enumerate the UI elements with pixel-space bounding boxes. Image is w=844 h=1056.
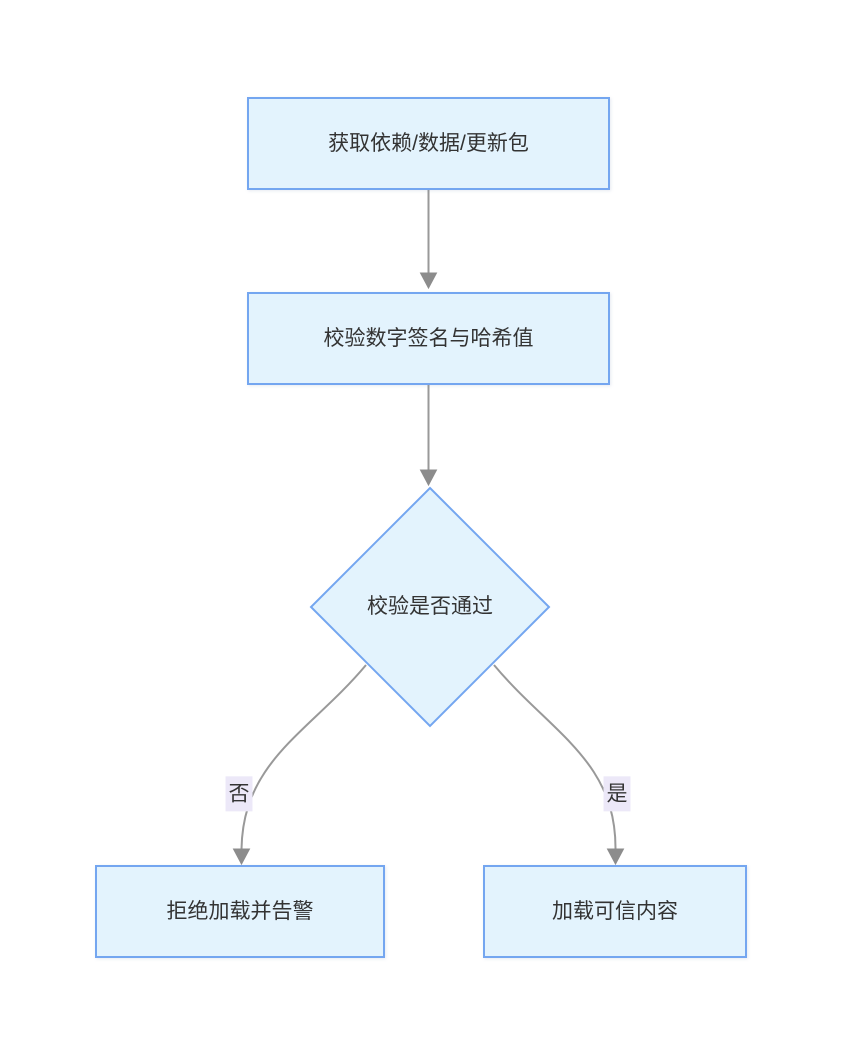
node-decision: 校验是否通过 — [309, 486, 551, 728]
arrowhead-verify-to-decision — [419, 469, 438, 487]
node-decision-label: 校验是否通过 — [367, 595, 493, 619]
edge-decision-to-load — [493, 664, 617, 850]
node-reject-alert: 拒绝加载并告警 — [95, 865, 385, 958]
arrowhead-decision-to-load — [606, 848, 625, 866]
edge-decision-to-reject — [240, 664, 367, 850]
node-fetch-package-label: 获取依赖/数据/更新包 — [328, 131, 529, 155]
arrowhead-decision-to-reject — [232, 848, 251, 866]
arrowhead-fetch-to-verify — [419, 272, 438, 290]
node-load-trusted-label: 加载可信内容 — [552, 899, 678, 923]
node-load-trusted: 加载可信内容 — [483, 865, 747, 958]
node-fetch-package: 获取依赖/数据/更新包 — [247, 97, 610, 190]
decision-diamond-shape — [309, 486, 551, 728]
node-reject-alert-label: 拒绝加载并告警 — [166, 899, 314, 923]
decision-diamond-polygon — [309, 486, 551, 728]
node-verify-signature: 校验数字签名与哈希值 — [247, 292, 610, 385]
edge-label-yes: 是 — [603, 776, 631, 812]
edge-label-no: 否 — [225, 776, 253, 812]
node-verify-signature-label: 校验数字签名与哈希值 — [323, 326, 534, 350]
